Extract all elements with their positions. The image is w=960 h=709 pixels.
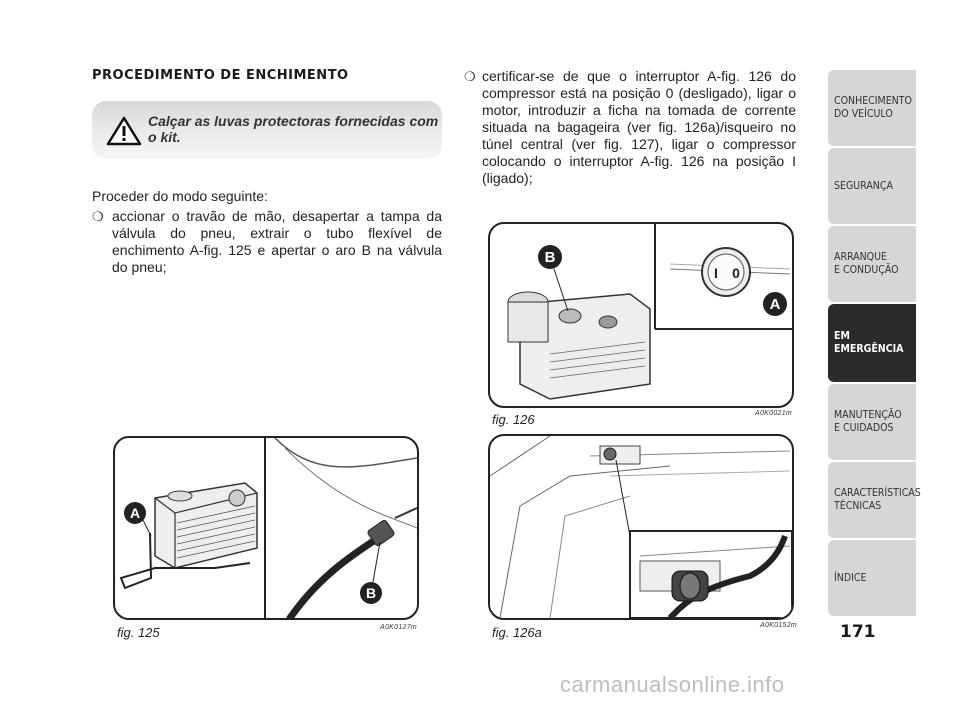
- figure-126a: [488, 434, 794, 620]
- page-number: 171: [840, 622, 876, 642]
- intro-text: Proceder do modo seguinte:: [92, 188, 268, 204]
- warning-box: Calçar as luvas protectoras fornecidas c…: [92, 101, 442, 159]
- switch-mark-0: 0: [732, 265, 740, 281]
- warning-text: Calçar as luvas protectoras fornecidas c…: [148, 113, 439, 145]
- trunk-socket-illustration: [490, 436, 792, 618]
- svg-text:B: B: [545, 249, 556, 266]
- svg-text:A: A: [130, 505, 140, 521]
- figure-125-code: A0K0127m: [380, 624, 418, 631]
- tab-seguranca[interactable]: SEGURANÇA: [828, 148, 916, 224]
- compressor-switch-illustration: B I 0 A: [507, 224, 792, 400]
- compressor-hose-illustration: A B: [119, 438, 417, 618]
- tab-caracteristicas-tecnicas[interactable]: CARACTERÍSTICAS TÉCNICAS: [828, 462, 921, 538]
- figure-126-code: A0K0021m: [755, 410, 793, 417]
- tab-conhecimento-do-veiculo[interactable]: CONHECIMENTO DO VEÍCULO: [828, 70, 916, 146]
- step-text: accionar o travão de mão, desapertar a t…: [112, 208, 442, 275]
- tab-manutencao-e-cuidados[interactable]: MANUTENÇÃO E CUIDADOS: [828, 384, 916, 460]
- warning-triangle-icon: [106, 116, 142, 146]
- tab-em-emergencia[interactable]: EM EMERGÊNCIA: [828, 304, 916, 382]
- step-text: certificar-se de que o interruptor A-fig…: [482, 68, 796, 186]
- svg-text:B: B: [366, 585, 376, 601]
- figure-126-label: fig. 126: [492, 412, 535, 427]
- figure-125-label: fig. 125: [117, 625, 160, 640]
- switch-mark-i: I: [714, 265, 718, 281]
- figure-126: B I 0 A: [488, 222, 794, 408]
- tab-arranque-e-conducao[interactable]: ARRANQUE E CONDUÇÃO: [828, 226, 916, 302]
- section-title: PROCEDIMENTO DE ENCHIMENTO: [92, 68, 349, 83]
- figure-126a-label: fig. 126a: [492, 625, 542, 640]
- svg-text:A: A: [770, 296, 781, 313]
- bullet-icon: ❍: [464, 69, 476, 84]
- bullet-icon: ❍: [92, 209, 104, 224]
- tab-indice[interactable]: ÍNDICE: [828, 540, 916, 616]
- figure-126a-code: A0K0152m: [760, 622, 798, 629]
- watermark: carmanualsonline.info: [560, 672, 785, 697]
- figure-125: A B: [113, 436, 419, 620]
